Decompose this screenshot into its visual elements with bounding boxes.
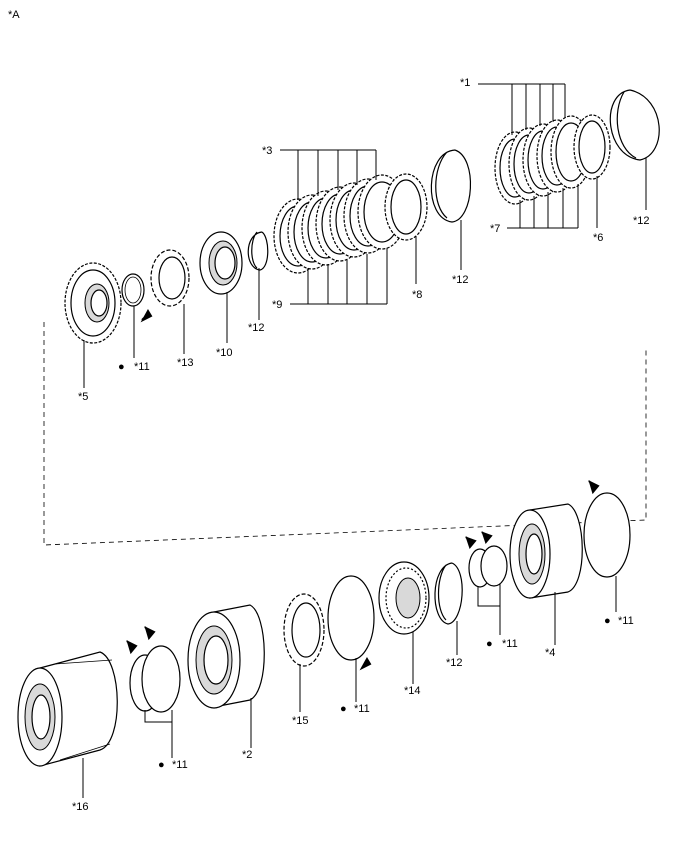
callout-13: *13 [177,357,194,369]
bullet-icon: ● [340,703,347,715]
callout-8: *8 [412,289,422,301]
part-4-clutch-drum [509,503,583,599]
view-label: *A [8,9,20,21]
part-6-flange [573,114,611,180]
part-11-o-ring-upper [121,273,145,307]
callout-11-pair-b: *11 [502,638,518,650]
bullet-icon: ● [118,361,125,373]
callout-1: *1 [460,77,470,89]
part-13-one-way-clutch [150,249,190,307]
callout-16: *16 [72,801,89,813]
part-16-clutch-drum [17,651,118,767]
arrow-icon [465,536,477,550]
part-12-snap-ring-middle [430,149,472,223]
callout-3: *3 [262,145,272,157]
arrow-icon [144,626,156,641]
callout-2: *2 [242,749,252,761]
leader-lines [82,83,647,798]
callout-12-small: *12 [248,322,265,334]
part-11-o-ring-right [583,492,631,578]
bullet-icon: ● [604,615,611,627]
part-12-snap-ring-lower [434,562,463,625]
callout-11-mid: *11 [354,703,370,715]
arrow-icon [359,657,372,671]
part-11-o-rings-pair-b [468,545,508,588]
part-5-gear [64,262,122,344]
callout-labels: *1 *3 *7 *6 *12 *12 *8 *9 *12 *10 *13 ● … [72,77,650,813]
part-15-thrust-bearing [283,593,325,667]
arrow-icon [140,309,153,323]
callout-11-right: *11 [618,615,634,627]
callout-4: *4 [545,647,555,659]
arrow-icon [126,640,138,655]
callout-15: *15 [292,715,309,727]
callout-14: *14 [404,685,421,697]
callout-12-lower: *12 [446,657,463,669]
callout-12-middle: *12 [452,274,469,286]
part-8-flange [384,173,428,241]
part-11-o-rings-pair-a [129,645,181,713]
callout-11-pair-a: *11 [172,759,188,771]
callout-5: *5 [78,391,88,403]
part-2-hub [187,604,265,709]
part-14-piston [378,561,430,635]
part-11-o-ring-large [327,575,375,661]
part-12-snap-ring-large [609,89,660,161]
callout-12-large: *12 [633,215,650,227]
bullet-icon: ● [158,759,165,771]
callout-6: *6 [593,232,603,244]
part-1-7-clutch-disc-pack [494,115,592,205]
part-10-retainer [199,231,243,295]
arrow-icon [588,480,600,495]
bullet-icon: ● [486,638,493,650]
callout-7: *7 [490,223,500,235]
part-3-9-clutch-disc-pack [273,174,407,274]
callout-11-upper: *11 [134,361,150,373]
assembly-dashed-outline [43,322,647,546]
callout-9: *9 [272,299,282,311]
callout-10: *10 [216,347,233,359]
part-12-snap-ring-small [247,231,269,271]
arrow-icon [481,531,493,545]
